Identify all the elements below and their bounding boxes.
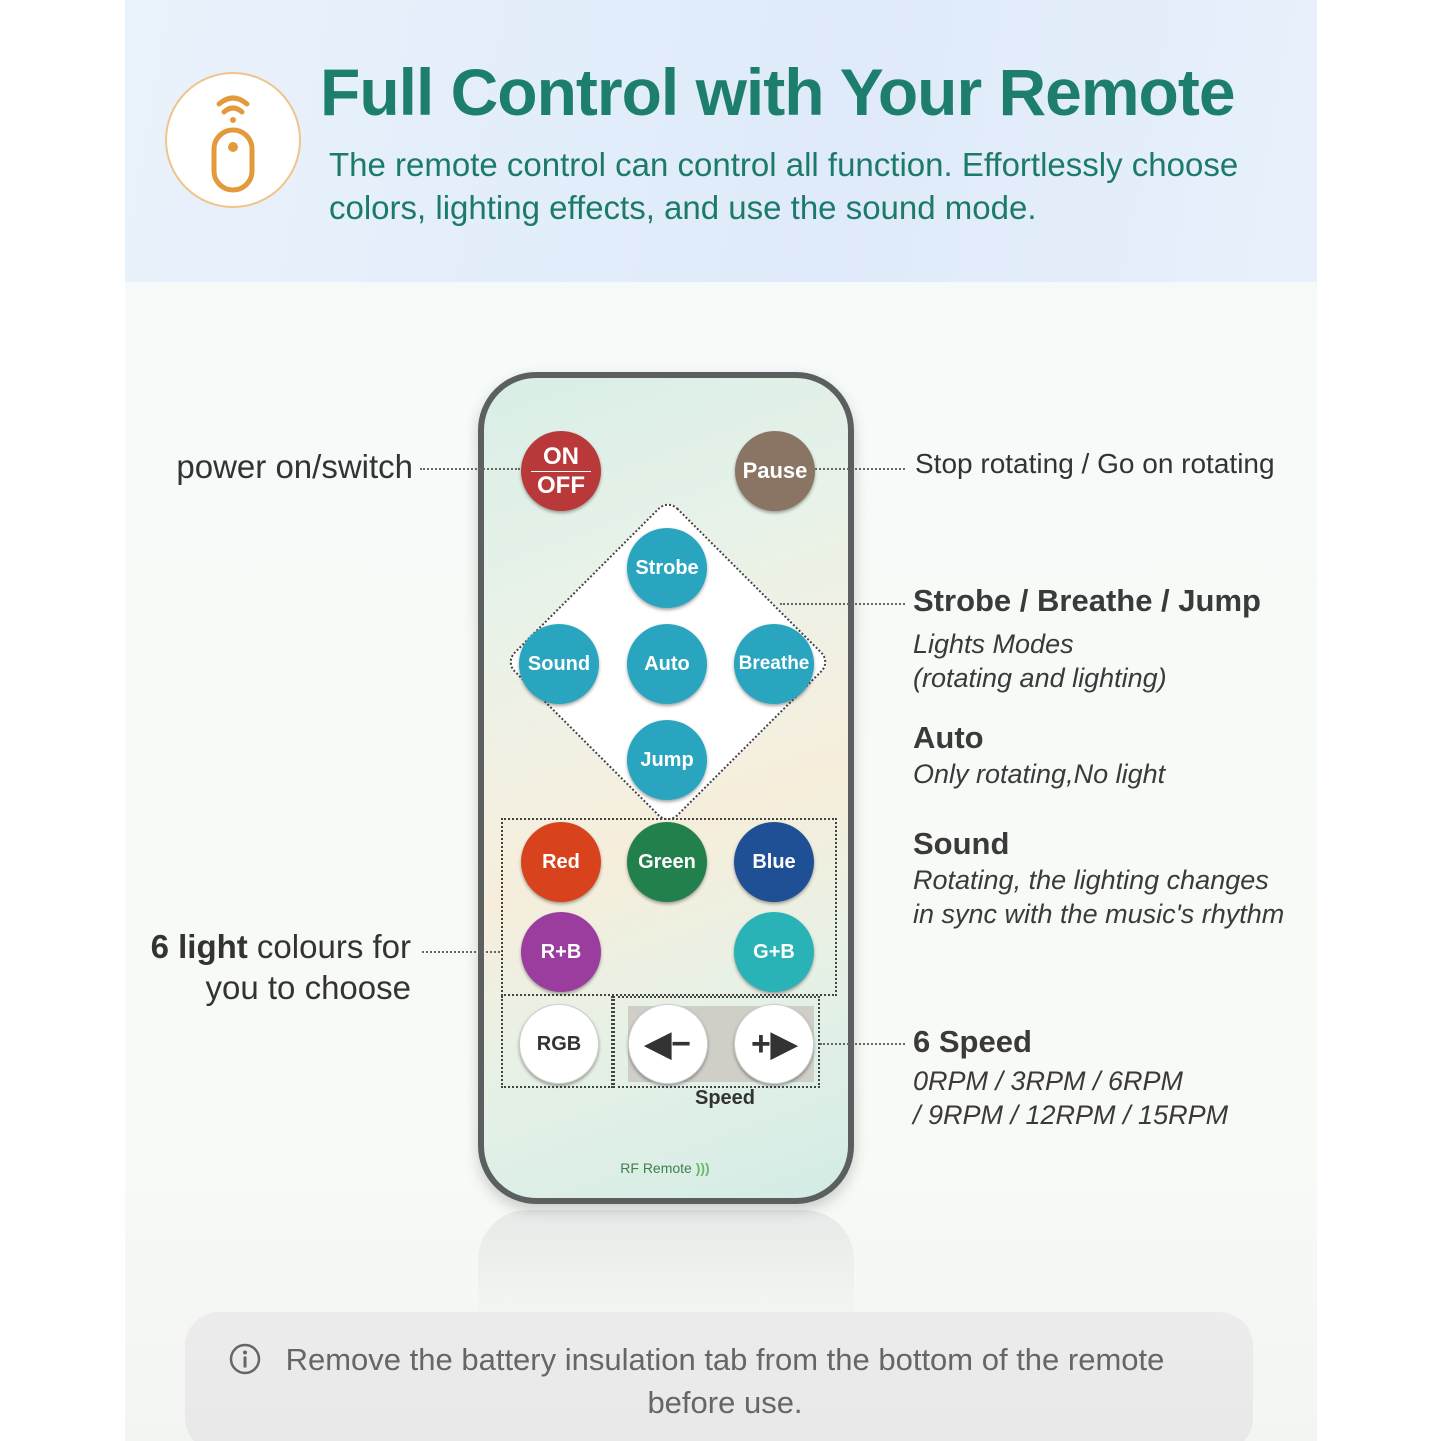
signal-waves-icon: ))) <box>695 1160 710 1176</box>
on-label: ON <box>543 442 579 470</box>
modes-callout-sub1: Lights Modes <box>913 629 1074 659</box>
info-icon <box>229 1343 261 1375</box>
red-button[interactable]: Red <box>521 822 601 902</box>
auto-button[interactable]: Auto <box>627 624 707 704</box>
speed-down-button[interactable]: ◀− <box>628 1004 708 1084</box>
rgb-button[interactable]: RGB <box>519 1004 599 1084</box>
colours-callout-rest: colours for <box>247 928 411 965</box>
rf-remote-text: RF Remote <box>620 1160 692 1176</box>
pause-leader-line <box>815 468 905 470</box>
speed-callout-title: 6 Speed <box>913 1024 1032 1059</box>
rgb-group-box <box>501 996 613 1088</box>
auto-callout-title: Auto <box>913 720 984 755</box>
sound-callout-sub1: Rotating, the lighting changes <box>913 865 1269 895</box>
speed-label: Speed <box>694 1087 756 1109</box>
jump-button[interactable]: Jump <box>627 720 707 800</box>
auto-callout-sub: Only rotating,No light <box>913 759 1166 789</box>
green-blue-button[interactable]: G+B <box>734 912 814 992</box>
modes-leader-line <box>780 603 905 605</box>
colours-callout-line2: you to choose <box>205 969 411 1006</box>
notice-text: Remove the battery insulation tab from t… <box>285 1342 1165 1420</box>
pause-button[interactable]: Pause <box>735 431 815 511</box>
battery-notice: Remove the battery insulation tab from t… <box>185 1312 1253 1441</box>
page-subtitle: The remote control can control all funct… <box>329 146 1239 226</box>
colours-leader-line <box>422 951 500 953</box>
remote-signal-icon <box>211 95 255 193</box>
logo-badge <box>165 72 301 208</box>
modes-callout-title: Strobe / Breathe / Jump <box>913 583 1261 618</box>
red-blue-button[interactable]: R+B <box>521 912 601 992</box>
speed-callout-sub2: / 9RPM / 12RPM / 15RPM <box>913 1100 1229 1130</box>
modes-callout-sub2: (rotating and lighting) <box>913 663 1167 693</box>
colours-callout-bold: 6 light <box>150 928 248 965</box>
strobe-button[interactable]: Strobe <box>627 528 707 608</box>
sound-callout-title: Sound <box>913 826 1010 861</box>
off-label: OFF <box>537 471 585 499</box>
page-title: Full Control with Your Remote <box>320 55 1236 129</box>
color-group-box <box>501 818 837 996</box>
rf-remote-label: RF Remote ))) <box>605 1160 725 1176</box>
green-button[interactable]: Green <box>627 822 707 902</box>
on-off-divider <box>531 470 591 472</box>
colours-callout: 6 light colours for you to choose <box>125 926 411 1008</box>
sound-callout-sub2: in sync with the music's rhythm <box>913 899 1285 929</box>
speed-callout-sub1: 0RPM / 3RPM / 6RPM <box>913 1066 1184 1096</box>
on-off-button[interactable]: ON OFF <box>521 431 601 511</box>
pause-callout: Stop rotating / Go on rotating <box>915 448 1275 479</box>
speed-leader-line <box>820 1043 905 1045</box>
header-banner: Full Control with Your Remote The remote… <box>125 0 1317 282</box>
product-infographic: Full Control with Your Remote The remote… <box>125 0 1317 1441</box>
blue-button[interactable]: Blue <box>734 822 814 902</box>
remote-reflection <box>478 1210 854 1330</box>
power-callout: power on/switch <box>176 448 413 485</box>
power-leader-line <box>420 468 520 470</box>
breathe-button[interactable]: Breathe <box>734 624 814 704</box>
speed-group-box <box>613 996 820 1088</box>
sound-button[interactable]: Sound <box>519 624 599 704</box>
speed-up-button[interactable]: +▶ <box>734 1004 814 1084</box>
